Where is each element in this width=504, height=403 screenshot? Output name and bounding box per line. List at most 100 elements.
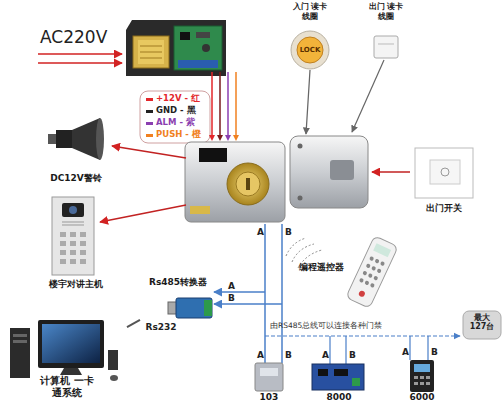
rs485-bus bbox=[265, 335, 460, 336]
power-supply bbox=[180, 32, 190, 40]
intercom-panel bbox=[60, 250, 66, 255]
signal-name: B bbox=[285, 350, 293, 360]
remote-control bbox=[359, 278, 364, 283]
rs485-bus bbox=[214, 291, 265, 293]
lock-strike bbox=[298, 144, 303, 149]
bus-note: 由RS485总线可以连接各种门禁 bbox=[270, 322, 460, 331]
exit-reader-coil bbox=[374, 36, 398, 58]
intercom-panel bbox=[80, 259, 86, 264]
access-device: 8000 bbox=[310, 362, 368, 403]
legend-swatch bbox=[146, 98, 153, 101]
device-caption: 出门 读卡线圈 bbox=[366, 2, 406, 21]
intercom-panel bbox=[80, 241, 86, 246]
entry-reader-coil bbox=[291, 31, 329, 69]
legend-bubble bbox=[140, 91, 210, 143]
intercom-panel bbox=[60, 259, 66, 264]
lock-controller bbox=[236, 172, 260, 196]
power-supply bbox=[138, 40, 164, 64]
power-wires bbox=[217, 135, 223, 141]
device-8000 bbox=[312, 364, 364, 390]
exit-switch-plate bbox=[430, 160, 460, 184]
lock-strike bbox=[290, 136, 368, 208]
device-6000 bbox=[414, 376, 418, 379]
power-supply bbox=[178, 60, 218, 68]
computer-set bbox=[60, 368, 82, 375]
cable-connector bbox=[127, 320, 140, 327]
power-supply bbox=[140, 46, 162, 47]
legend-swatch bbox=[146, 122, 153, 125]
intercom-panel bbox=[52, 197, 94, 275]
intercom-panel bbox=[69, 206, 77, 214]
device-6000 bbox=[410, 360, 434, 392]
power-wires bbox=[211, 72, 213, 138]
remote-control: 编程遥控器 bbox=[292, 236, 400, 310]
device-8000 bbox=[318, 369, 328, 376]
signal-arrows bbox=[372, 171, 410, 173]
power-wires bbox=[235, 72, 237, 138]
signal-name: B bbox=[349, 350, 357, 360]
access-device: 6000 bbox=[402, 358, 442, 403]
intercom-panel bbox=[62, 225, 84, 226]
device-6000 bbox=[420, 376, 424, 379]
exit-card-reader: 出门 读卡线圈 bbox=[364, 2, 408, 82]
legend-bubble bbox=[140, 91, 210, 143]
signal-arrows bbox=[100, 205, 186, 222]
legend-text: +12V - 红 bbox=[156, 93, 200, 105]
computer-set bbox=[110, 375, 118, 381]
signal-name: B bbox=[431, 347, 439, 357]
remote-control bbox=[366, 263, 371, 268]
computer-set bbox=[42, 324, 100, 363]
computer-set bbox=[13, 340, 27, 343]
device-6000 bbox=[414, 382, 418, 385]
remote-control bbox=[364, 280, 369, 285]
lock-strike bbox=[330, 160, 354, 180]
computer-set bbox=[10, 328, 30, 378]
rs485-bus bbox=[281, 224, 283, 363]
mains-arrows bbox=[38, 53, 122, 55]
lock-controller bbox=[185, 142, 285, 222]
legend-item: PUSH - 橙 bbox=[146, 129, 201, 141]
remote-control bbox=[374, 258, 379, 263]
port-name: Rs232 bbox=[146, 322, 177, 332]
exit-reader-coil bbox=[378, 44, 394, 45]
intercom-panel bbox=[62, 222, 84, 223]
signal-name: A bbox=[402, 347, 410, 357]
device-caption: 103 bbox=[250, 392, 288, 403]
lock-strike bbox=[290, 136, 368, 208]
exit-switch-plate bbox=[415, 148, 473, 198]
device-6000 bbox=[426, 376, 430, 379]
intercom-panel bbox=[80, 232, 86, 237]
exit-button: 出门开关 bbox=[408, 145, 480, 217]
rs485-converter-device bbox=[204, 300, 212, 316]
signal-arrows bbox=[100, 60, 410, 222]
power-supply bbox=[202, 44, 210, 52]
alarm-horn bbox=[96, 118, 104, 160]
signal-name: A bbox=[257, 227, 265, 237]
remote-control bbox=[346, 236, 398, 309]
lock-controller bbox=[199, 148, 227, 162]
intercom-unit: 楼宇对讲主机 bbox=[38, 195, 114, 295]
capacity-note: 最大 127台 bbox=[466, 313, 498, 331]
wire-color-legend: +12V - 红GND - 黑ALM - 紫PUSH - 橙 bbox=[146, 93, 201, 141]
power-supply bbox=[140, 58, 162, 59]
remote-control bbox=[376, 268, 381, 273]
intercom-panel bbox=[62, 203, 84, 217]
remote-control bbox=[371, 266, 376, 271]
lock-strike bbox=[298, 196, 303, 201]
alarm-horn bbox=[72, 118, 100, 160]
signal-name: A bbox=[322, 350, 330, 360]
rs485-bus bbox=[409, 336, 410, 360]
lock-controller bbox=[227, 163, 269, 205]
remote-control bbox=[369, 256, 374, 261]
intercom-panel bbox=[70, 250, 76, 255]
legend-text: GND - 黑 bbox=[156, 105, 196, 117]
intercom-panel bbox=[80, 250, 86, 255]
lock-controller bbox=[185, 142, 285, 222]
power-supply bbox=[126, 20, 226, 76]
device-6000 bbox=[410, 360, 434, 392]
power-supply bbox=[196, 32, 210, 38]
remote-control bbox=[373, 276, 378, 281]
lock-controller bbox=[190, 206, 210, 214]
power-wires bbox=[209, 72, 239, 141]
intercom-panel bbox=[70, 232, 76, 237]
